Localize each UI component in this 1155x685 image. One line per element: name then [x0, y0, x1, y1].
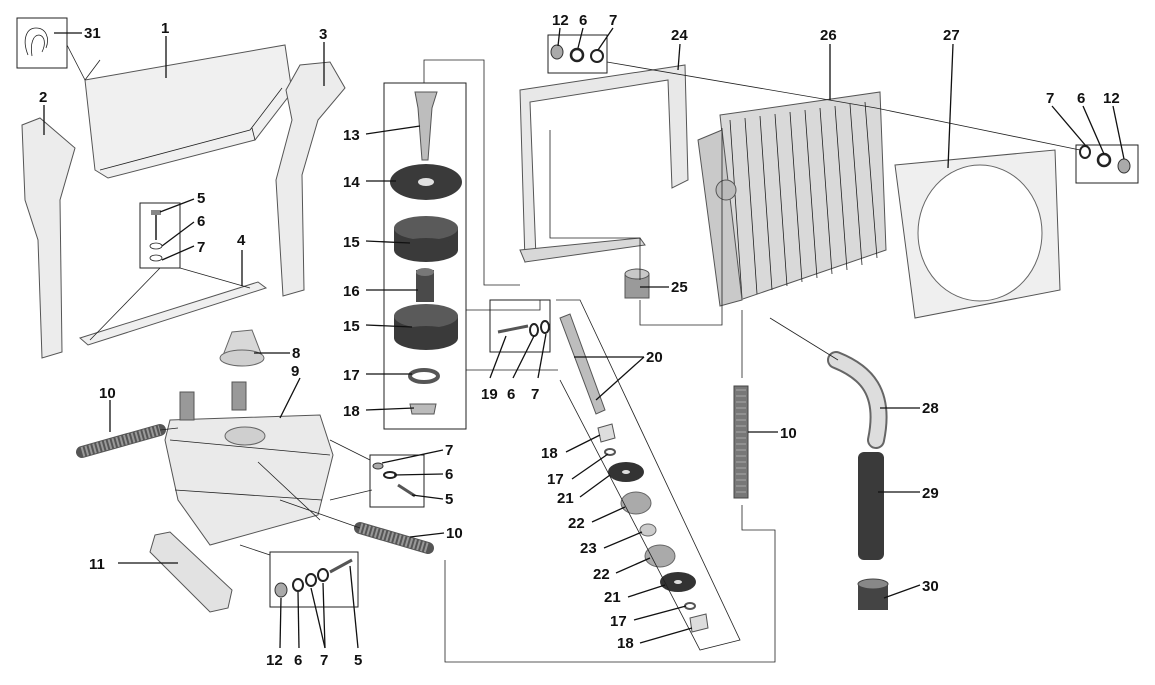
- callout-18-lower: 18: [541, 445, 558, 462]
- upper-shroud-panel: [84, 44, 293, 179]
- callout-5-bottom: 5: [354, 652, 362, 669]
- hose-lower: [354, 522, 434, 554]
- callout-18: 18: [343, 403, 360, 420]
- callout-18-bottom: 18: [617, 635, 634, 652]
- callout-8: 8: [292, 345, 300, 362]
- callout-11: 11: [89, 556, 105, 573]
- callout-28: 28: [922, 400, 939, 417]
- callouts: 31 1 3 2 5 6 7 4 13 14 15 16 15 17 18 12: [39, 12, 1125, 669]
- callout-10-left: 10: [99, 385, 116, 402]
- drain-hose: [858, 452, 884, 560]
- fastener-box-right: [1075, 144, 1139, 184]
- fasteners-top: [550, 44, 604, 63]
- small-fasteners-left: [149, 210, 163, 262]
- callout-27: 27: [943, 27, 960, 44]
- callout-30: 30: [922, 578, 939, 595]
- expansion-tank-cap: [219, 329, 265, 367]
- callout-12-right: 12: [1103, 90, 1120, 107]
- connector-lines: [66, 44, 1081, 663]
- callout-4: 4: [237, 232, 246, 249]
- fasteners-bottom: [274, 558, 353, 598]
- callout-3: 3: [319, 26, 327, 43]
- callout-12-top: 12: [552, 12, 569, 29]
- hose-vertical: [733, 385, 749, 499]
- tank-bracket: [149, 531, 233, 613]
- callout-6: 6: [197, 213, 205, 230]
- left-side-shroud: [21, 117, 76, 359]
- callout-7-right: 7: [1046, 90, 1054, 107]
- callout-25: 25: [671, 279, 688, 296]
- fasteners-tank: [372, 462, 416, 498]
- callout-21-lower: 21: [604, 589, 621, 606]
- callout-6-mid: 6: [507, 386, 515, 403]
- callout-5-tank: 5: [445, 491, 453, 508]
- callout-7-tank: 7: [445, 442, 453, 459]
- callout-9: 9: [291, 363, 299, 380]
- callout-12-bottom: 12: [266, 652, 283, 669]
- callout-1: 1: [161, 20, 169, 37]
- callout-13: 13: [343, 127, 360, 144]
- callout-15a: 15: [343, 234, 360, 251]
- callout-10-right: 10: [780, 425, 797, 442]
- callout-10-lower: 10: [446, 525, 463, 542]
- callout-31: 31: [84, 25, 101, 42]
- radiator-stay-rod: [559, 313, 606, 415]
- callout-16: 16: [343, 283, 360, 300]
- callout-22-lower: 22: [593, 566, 610, 583]
- callout-17: 17: [343, 367, 360, 384]
- hose-left: [76, 424, 166, 458]
- mount-stack: [390, 91, 462, 415]
- drain-elbow: [827, 351, 888, 449]
- callout-6-top: 6: [579, 12, 587, 29]
- clip-detail-box: [16, 17, 68, 69]
- fastener-box-mid: [489, 299, 551, 353]
- callout-17-lower: 17: [547, 471, 564, 488]
- callout-6-tank: 6: [445, 466, 453, 483]
- callout-14: 14: [343, 174, 360, 191]
- fastener-box-bottom: [269, 551, 359, 608]
- callout-6-right: 6: [1077, 90, 1085, 107]
- rubber-bushing: [624, 268, 650, 299]
- mount-stack-box: [383, 82, 467, 430]
- lower-mount-stack: [597, 423, 709, 633]
- expansion-tank: [164, 381, 334, 546]
- callout-7-mid: 7: [531, 386, 539, 403]
- callout-23: 23: [580, 540, 597, 557]
- callout-7-bottom: 7: [320, 652, 328, 669]
- callout-29: 29: [922, 485, 939, 502]
- callout-19: 19: [481, 386, 498, 403]
- callout-5: 5: [197, 190, 205, 207]
- radiator-frame: [519, 64, 689, 263]
- callout-20: 20: [646, 349, 663, 366]
- right-side-shroud: [275, 61, 346, 297]
- callout-2: 2: [39, 89, 47, 106]
- callout-7: 7: [197, 239, 205, 256]
- callout-7-top: 7: [609, 12, 617, 29]
- callout-26: 26: [820, 27, 837, 44]
- fan-shroud: [894, 149, 1061, 319]
- callout-21-upper: 21: [557, 490, 574, 507]
- callout-24: 24: [671, 27, 688, 44]
- fastener-box-tank: [369, 454, 425, 508]
- callout-17-bottom: 17: [610, 613, 627, 630]
- fastener-box-top: [547, 34, 608, 74]
- clip-icon: [24, 27, 48, 57]
- lower-shroud-strip: [79, 281, 268, 346]
- callout-15b: 15: [343, 318, 360, 335]
- drain-plug: [857, 578, 889, 610]
- callout-22-upper: 22: [568, 515, 585, 532]
- callout-6-bottom: 6: [294, 652, 302, 669]
- radiator: [697, 91, 887, 307]
- fasteners-mid: [497, 320, 550, 337]
